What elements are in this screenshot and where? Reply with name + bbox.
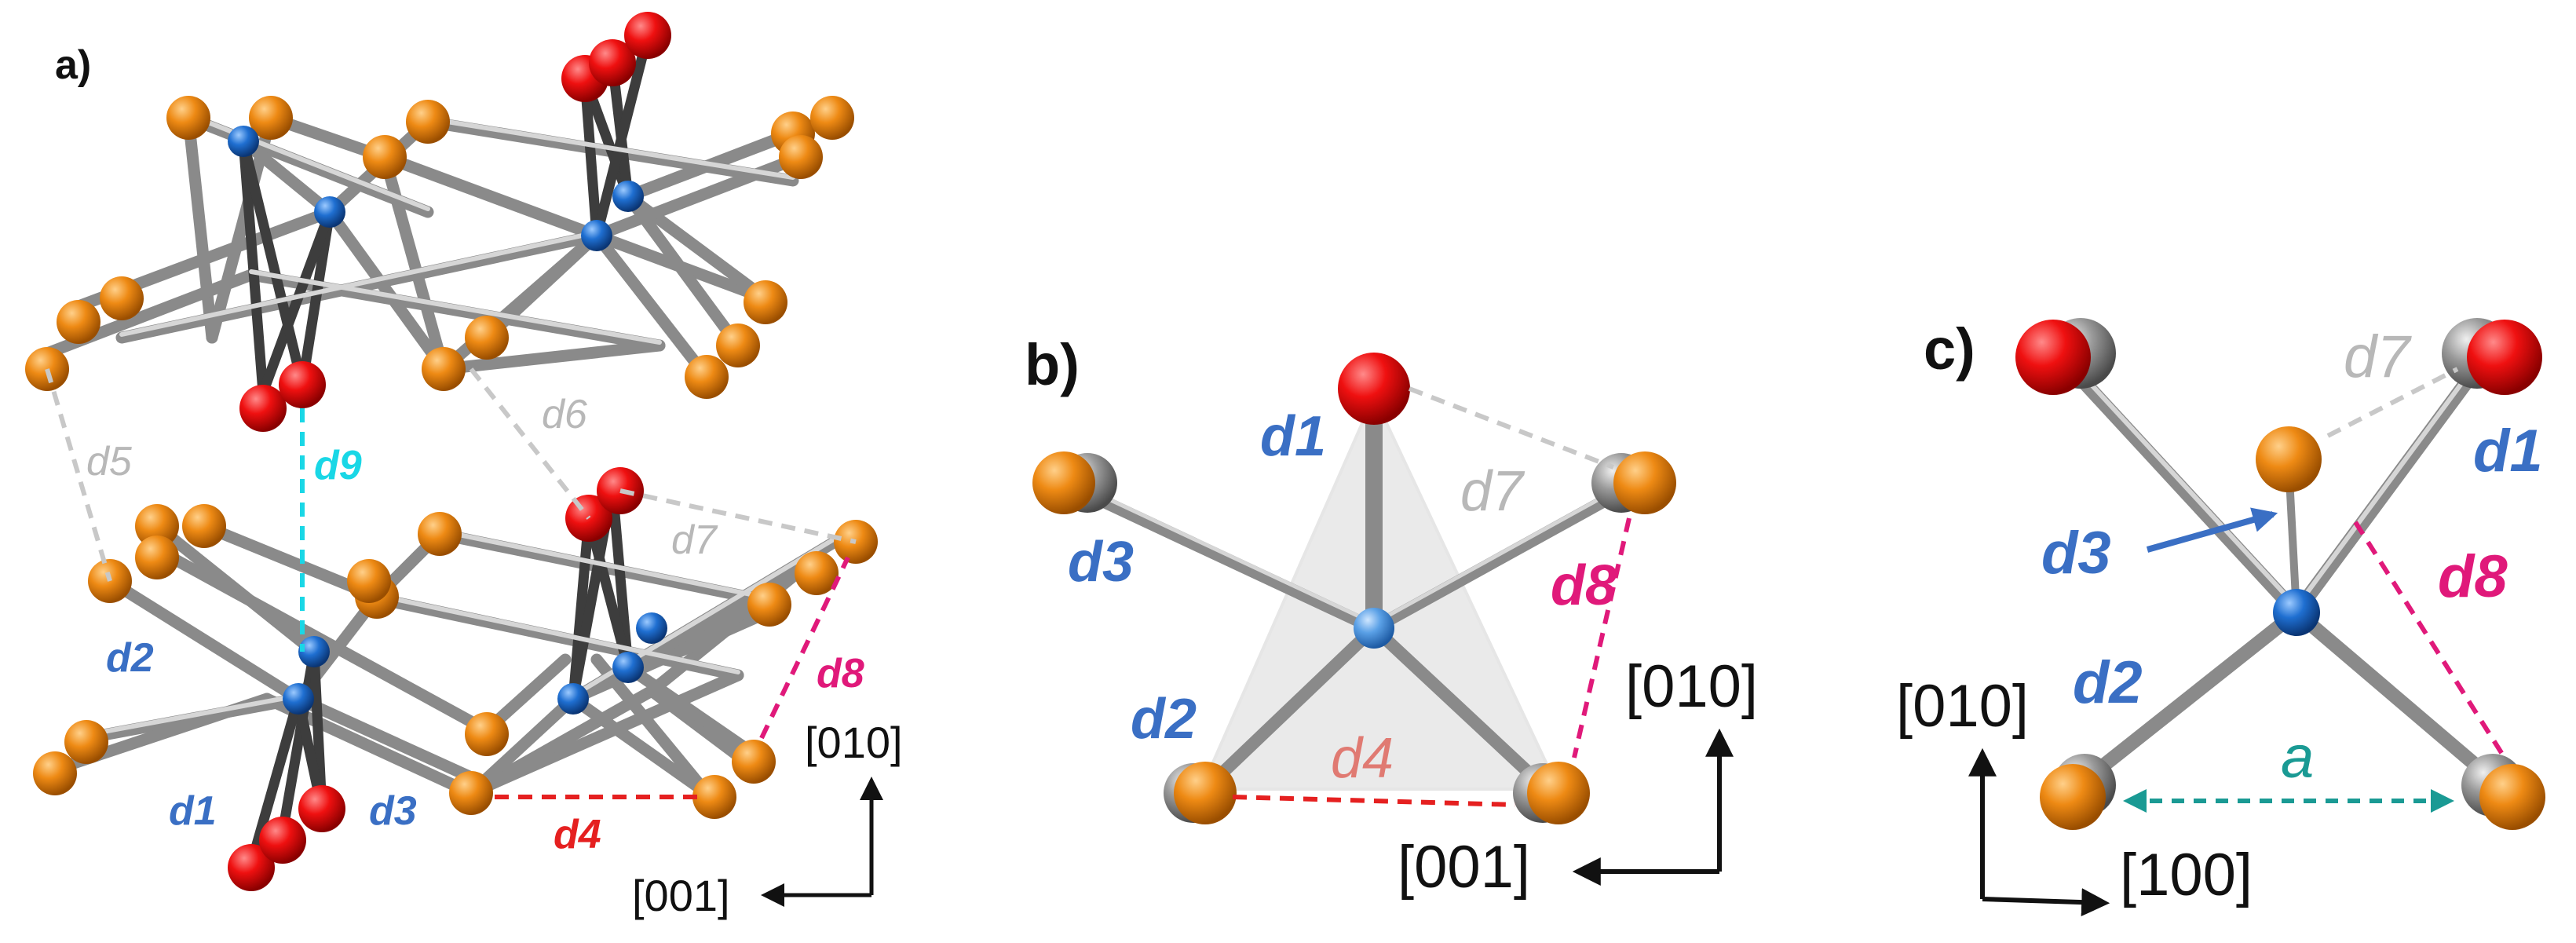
label-d5: d5 <box>86 439 133 484</box>
sphere-icon <box>2015 320 2091 395</box>
sphere-icon <box>779 135 823 179</box>
sphere-icon <box>135 535 179 579</box>
label-d2: d2 <box>1131 688 1197 751</box>
label-d8: d8 <box>2438 543 2508 610</box>
sphere-icon <box>100 276 144 320</box>
panel-a-label: a) <box>55 42 91 88</box>
label-d3: d3 <box>2041 520 2111 587</box>
sphere-icon <box>692 775 736 819</box>
sphere-icon <box>747 583 791 627</box>
sphere-icon <box>1032 451 1095 514</box>
axis-label-100: [100] <box>2120 842 2253 908</box>
label-d8: d8 <box>817 651 864 696</box>
sphere-icon <box>624 12 671 59</box>
sphere-icon <box>314 196 345 228</box>
label-d1: d1 <box>1260 405 1326 468</box>
label-d7: d7 <box>1460 460 1526 523</box>
sphere-icon <box>1527 762 1590 824</box>
panel-a-distance-lines <box>45 367 857 799</box>
sphere-icon <box>283 683 314 715</box>
label-d2: d2 <box>2073 649 2143 716</box>
sphere-icon <box>182 504 226 548</box>
sphere-icon <box>465 316 509 360</box>
sphere-icon <box>716 323 760 367</box>
panel-c-axes: [010] [100] <box>1896 673 2253 917</box>
sphere-icon <box>2273 589 2320 636</box>
sphere-icon <box>33 751 77 795</box>
sphere-icon <box>1174 762 1237 824</box>
sphere-icon <box>2479 764 2545 830</box>
axis-label-001: [001] <box>632 871 730 920</box>
label-d7: d7 <box>2344 323 2412 390</box>
label-d7: d7 <box>671 517 718 563</box>
label-a: a <box>2281 724 2314 791</box>
panel-b-label: b) <box>1025 332 1080 397</box>
axis-label-010: [010] <box>1896 673 2029 740</box>
label-d1: d1 <box>2473 418 2543 484</box>
panel-b-axes: [010] [001] <box>1398 653 1758 901</box>
sphere-icon <box>1613 451 1676 514</box>
sphere-icon <box>744 280 787 324</box>
sphere-icon <box>422 347 466 391</box>
arrow-icon <box>2146 507 2278 553</box>
sphere-icon <box>557 683 589 715</box>
axis-label-001: [001] <box>1398 834 1530 901</box>
sphere-icon <box>135 504 179 548</box>
panel-c: c) d7 d1 d3 d8 <box>1896 316 2545 917</box>
sphere-icon <box>363 135 407 179</box>
panel-a: a) <box>25 12 903 920</box>
sphere-icon <box>636 612 667 644</box>
sphere-icon <box>228 126 259 157</box>
sphere-icon <box>589 39 636 86</box>
sphere-icon <box>449 771 493 815</box>
label-d3: d3 <box>1068 531 1134 594</box>
sphere-icon <box>57 300 100 344</box>
bottom-layer-atoms <box>33 467 878 891</box>
label-d3: d3 <box>369 788 417 834</box>
panel-b: b) d1 d3 d2 d4 <box>1025 332 1758 901</box>
sphere-icon <box>166 96 210 140</box>
sphere-icon <box>685 355 729 399</box>
axis-label-010: [010] <box>1625 653 1758 720</box>
top-layer-atoms <box>25 12 854 432</box>
sphere-icon <box>228 844 275 891</box>
sphere-icon <box>2040 764 2106 830</box>
sphere-icon <box>64 720 108 764</box>
arrow-icon <box>1982 888 2110 917</box>
sphere-icon <box>279 361 326 408</box>
label-d8: d8 <box>1551 554 1617 617</box>
sphere-icon <box>239 385 287 432</box>
sphere-icon <box>406 100 450 144</box>
top-layer-bonds <box>41 30 839 398</box>
sphere-icon <box>581 220 612 251</box>
sphere-icon <box>612 652 644 683</box>
sphere-icon <box>418 512 462 556</box>
sphere-icon <box>465 712 509 756</box>
axis-label-010: [010] <box>805 718 903 767</box>
label-d2: d2 <box>106 635 154 681</box>
sphere-icon <box>347 559 391 603</box>
panel-c-label: c) <box>1924 316 1975 382</box>
panel-a-axes: [010] [001] <box>632 718 903 920</box>
label-d4: d4 <box>1331 727 1394 790</box>
label-d6: d6 <box>542 392 587 437</box>
sphere-icon <box>298 785 345 832</box>
sphere-icon <box>249 96 293 140</box>
sphere-icon <box>795 551 839 595</box>
sphere-icon <box>1338 353 1410 425</box>
label-d9: d9 <box>314 443 362 488</box>
sphere-icon <box>259 817 306 864</box>
sphere-icon <box>732 740 776 784</box>
label-d4: d4 <box>554 812 601 857</box>
sphere-icon <box>298 636 330 667</box>
sphere-icon <box>2467 320 2542 395</box>
sphere-icon <box>612 181 644 212</box>
sphere-icon <box>810 96 854 140</box>
sphere-icon <box>1354 608 1394 649</box>
label-d1: d1 <box>169 788 217 834</box>
sphere-icon <box>2256 426 2322 492</box>
